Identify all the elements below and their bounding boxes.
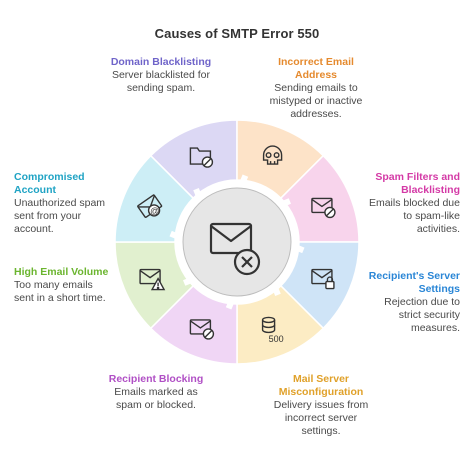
segment-notch [296, 245, 305, 254]
envelope-blocked-icon [189, 319, 215, 340]
envelope-error-icon [209, 222, 261, 276]
cause-title: High Email Volume [14, 266, 109, 278]
segment-notch [225, 301, 234, 310]
cause-desc: Delivery issues from incorrect server se… [273, 399, 369, 437]
cause-recipient-server-settings: Recipient's Server Settings Rejection du… [362, 270, 460, 335]
cause-title: Mail Server Misconfiguration [278, 373, 364, 398]
wheel-segment [114, 154, 195, 243]
folder-blocked-icon [189, 147, 214, 168]
segment-notch [283, 198, 292, 207]
cause-desc: Rejection due to strict security measure… [384, 296, 460, 334]
envelope-blocked-icon [311, 197, 336, 219]
cause-incorrect-email-address: Incorrect Email Address Sending emails t… [262, 56, 370, 121]
cause-mail-server-misconfiguration: Mail Server Misconfiguration Delivery is… [268, 373, 374, 438]
svg-text:@: @ [150, 206, 159, 216]
cause-desc: Sending emails to mistyped or inactive a… [269, 82, 363, 120]
svg-text:500: 500 [269, 334, 284, 344]
cause-desc: Emails marked as spam or blocked. [114, 386, 198, 411]
cause-desc: Server blacklisted for sending spam. [111, 69, 211, 94]
server-500-icon: 500 [261, 316, 284, 344]
cause-title: Spam Filters and Blacklisting [375, 171, 460, 196]
segment-notch [193, 187, 202, 196]
cause-title: Domain Blacklisting [110, 56, 212, 68]
cause-desc: Too many emails sent in a short time. [14, 279, 106, 304]
cause-desc: Emails blocked due to spam-like activiti… [368, 197, 460, 235]
diagram-title: Causes of SMTP Error 550 [154, 26, 320, 41]
cause-high-email-volume: High Email Volume Too many emails sent i… [14, 266, 112, 305]
cause-title: Compromised Account [14, 171, 85, 196]
cause-title: Incorrect Email Address [278, 56, 354, 81]
cause-desc: Unauthorized spam sent from your account… [14, 197, 106, 235]
segment-notch [272, 288, 281, 297]
cause-domain-blacklisting: Domain Blacklisting Server blacklisted f… [105, 56, 217, 95]
skull-icon [262, 145, 283, 165]
cause-title: Recipient's Server Settings [368, 270, 460, 295]
segment-notch [169, 230, 178, 239]
center-disc [182, 187, 292, 297]
segment-notch [240, 174, 249, 183]
envelope-at-icon: @ [137, 194, 163, 218]
envelope-lock-icon [311, 268, 335, 290]
envelope-warning-icon [139, 268, 166, 291]
cause-spam-filters: Spam Filters and Blacklisting Emails blo… [362, 171, 460, 236]
cause-title: Recipient Blocking [108, 373, 204, 385]
cause-recipient-blocking: Recipient Blocking Emails marked as spam… [106, 373, 206, 412]
segment-notch [182, 277, 191, 286]
cause-compromised-account: Compromised Account Unauthorized spam se… [14, 171, 114, 236]
